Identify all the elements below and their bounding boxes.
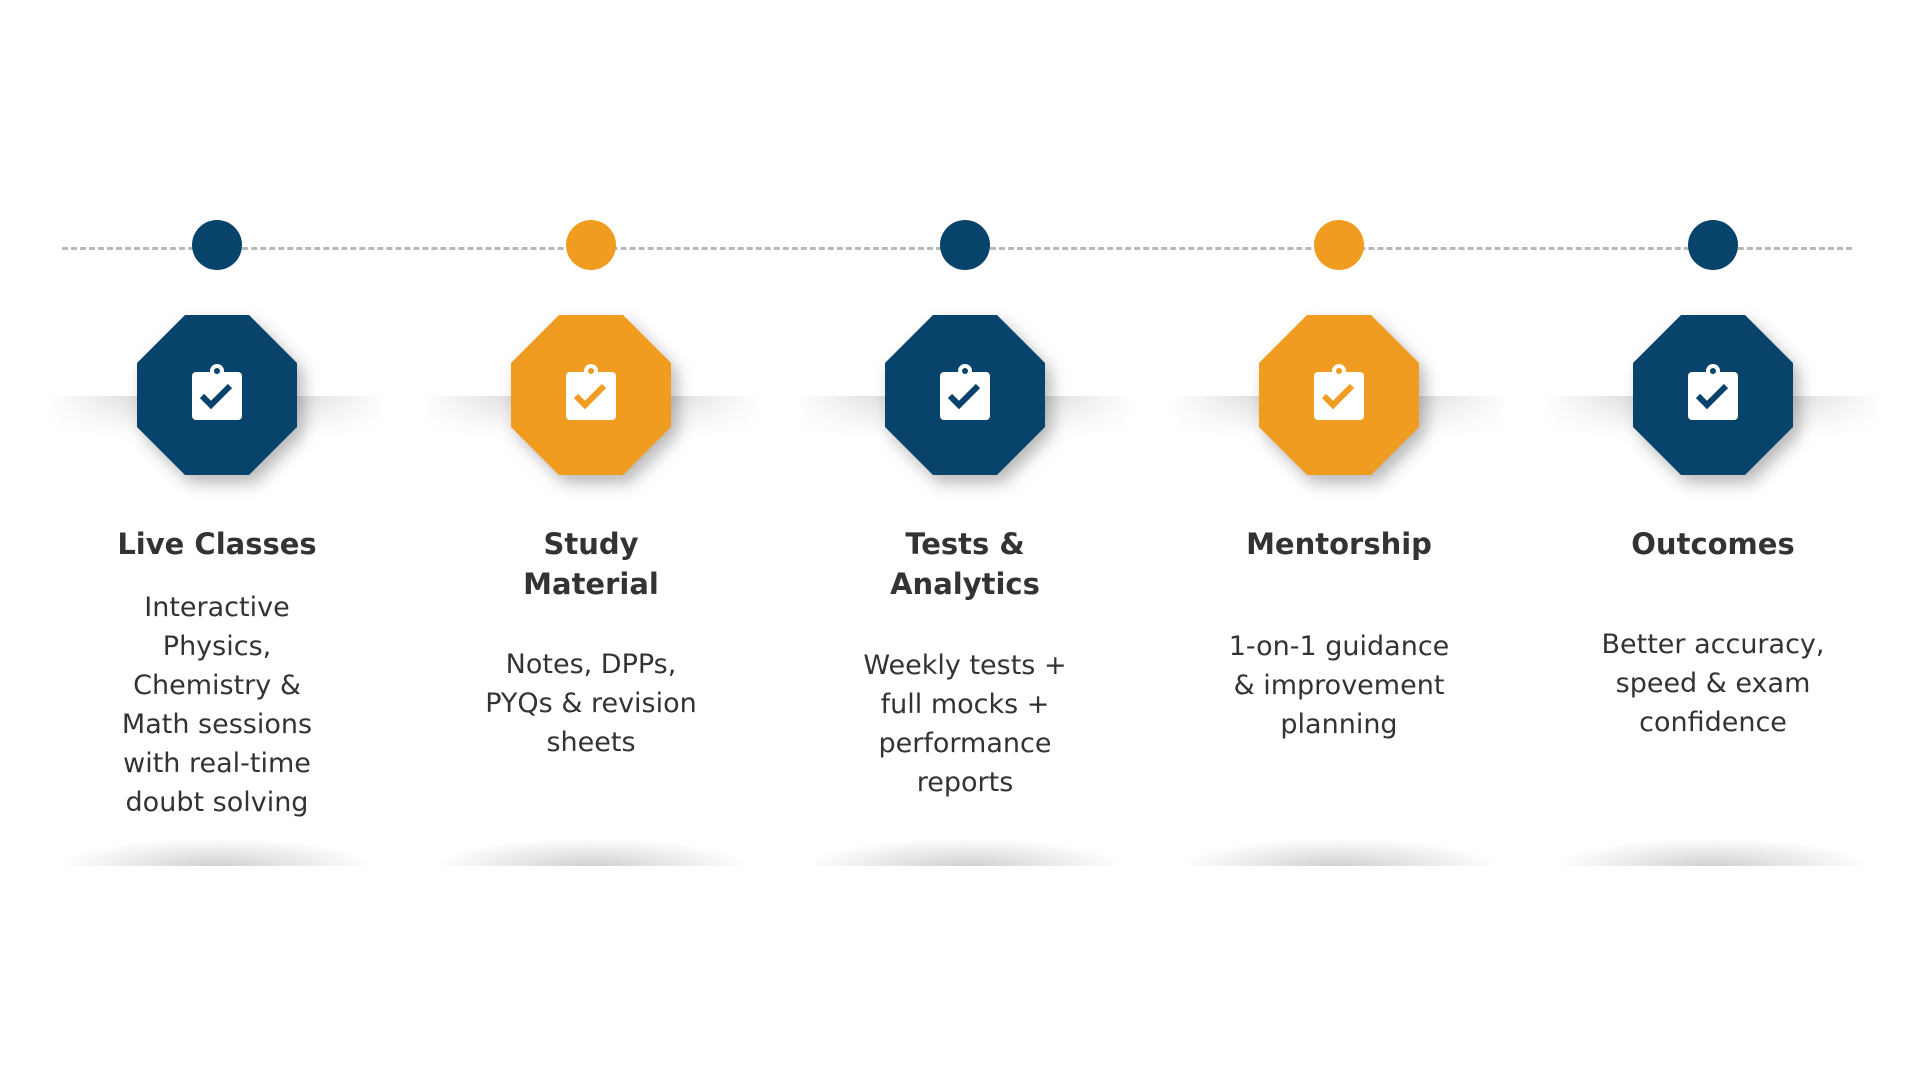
step-description: 1-on-1 guidance & improvement planning xyxy=(1228,631,1450,740)
step-title: Tests & Analytics xyxy=(890,527,1040,601)
step-description: Better accuracy, speed & exam confidence xyxy=(1601,629,1825,738)
clipboard-check-icon xyxy=(192,364,242,420)
octagon-badge xyxy=(511,315,671,475)
timeline-step: Live Classes Interactive Physics, Chemis… xyxy=(47,0,387,1080)
step-title: Mentorship xyxy=(1246,527,1432,561)
step-title: Live Classes xyxy=(117,527,317,561)
timeline-dot xyxy=(940,220,990,270)
floor-shadow xyxy=(805,838,1125,866)
step-title: Outcomes xyxy=(1631,527,1795,561)
clipboard-check-icon xyxy=(1688,364,1738,420)
step-description: Weekly tests + full mocks + performance … xyxy=(863,650,1067,798)
step-description: Notes, DPPs, PYQs & revision sheets xyxy=(485,649,697,758)
timeline-step: Mentorship 1-on-1 guidance & improvement… xyxy=(1169,0,1509,1080)
timeline-step: Outcomes Better accuracy, speed & exam c… xyxy=(1543,0,1883,1080)
clipboard-check-icon xyxy=(566,364,616,420)
octagon-badge xyxy=(1259,315,1419,475)
step-description: Interactive Physics, Chemistry & Math se… xyxy=(121,592,313,818)
clipboard-check-icon xyxy=(1314,364,1364,420)
clipboard-check-icon xyxy=(940,364,990,420)
floor-shadow xyxy=(431,838,751,866)
timeline-step: Tests & Analytics Weekly tests + full mo… xyxy=(795,0,1135,1080)
timeline-dot xyxy=(192,220,242,270)
octagon-badge xyxy=(1633,315,1793,475)
floor-shadow xyxy=(1553,838,1873,866)
timeline-step: Study Material Notes, DPPs, PYQs & revis… xyxy=(421,0,761,1080)
step-title: Study Material xyxy=(523,527,659,601)
octagon-badge xyxy=(137,315,297,475)
timeline-dot xyxy=(1688,220,1738,270)
octagon-badge xyxy=(885,315,1045,475)
timeline-dot xyxy=(566,220,616,270)
floor-shadow xyxy=(1179,838,1499,866)
timeline-dot xyxy=(1314,220,1364,270)
floor-shadow xyxy=(57,838,377,866)
